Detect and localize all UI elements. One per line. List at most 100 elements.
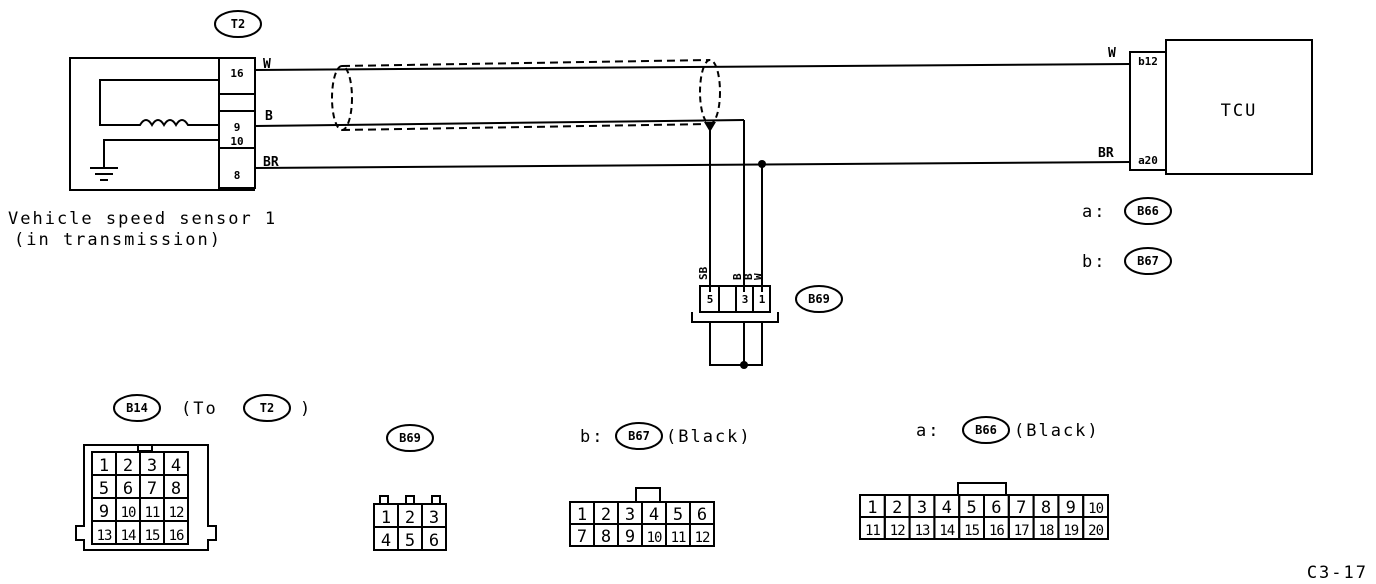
sensor-label-line1: Vehicle speed sensor 1 bbox=[8, 209, 277, 229]
pin-cell bbox=[163, 520, 189, 545]
pin-label: 11 bbox=[671, 530, 686, 546]
pin-label: 3 bbox=[625, 505, 635, 525]
wire-br bbox=[254, 161, 1131, 169]
pin-label: 12 bbox=[169, 505, 184, 521]
pin-label: 1 bbox=[867, 498, 877, 518]
pin-label: 19 bbox=[1063, 523, 1078, 539]
wire-label-sb: SB bbox=[697, 266, 710, 280]
pin-label: 1 bbox=[381, 508, 391, 528]
pin-label: 4 bbox=[381, 531, 391, 551]
pin-label: 9 bbox=[625, 527, 635, 547]
ref-b69-ground: B69 bbox=[808, 292, 830, 306]
pin-label: 20 bbox=[1088, 523, 1103, 539]
pin-label: 10 bbox=[121, 505, 136, 521]
pin-label: 12 bbox=[695, 530, 710, 546]
pin-label: 6 bbox=[991, 498, 1001, 518]
pin-label: 18 bbox=[1039, 523, 1054, 539]
pin-label: 3 bbox=[917, 498, 927, 518]
pin-label: 6 bbox=[429, 531, 439, 551]
tcu-pin-a20: a20 bbox=[1138, 154, 1158, 167]
pin-label: 14 bbox=[121, 528, 136, 544]
coil-icon bbox=[99, 79, 219, 127]
pin-label: 14 bbox=[939, 523, 954, 539]
pin-label: 7 bbox=[1016, 498, 1026, 518]
figure-code: C3-17 bbox=[1307, 563, 1368, 583]
shield-left bbox=[331, 65, 353, 131]
wire-label-w: W bbox=[263, 57, 271, 72]
sensor-pin-10: 10 bbox=[230, 135, 243, 148]
wire-label-b3: B bbox=[742, 273, 755, 280]
b66-color: (Black) bbox=[1014, 421, 1100, 441]
b67-ref: B67 bbox=[628, 429, 650, 443]
ref-t2: T2 bbox=[231, 17, 245, 31]
pin-label: 3 bbox=[147, 456, 157, 476]
sensor-connector-block bbox=[218, 57, 256, 189]
tcu-box bbox=[1165, 39, 1313, 175]
pin-label: 15 bbox=[145, 528, 160, 544]
pin-label: 17 bbox=[1014, 523, 1029, 539]
pin-label: 2 bbox=[892, 498, 902, 518]
wire-label-tcu-w: W bbox=[1108, 46, 1116, 61]
pin-label: 13 bbox=[915, 523, 930, 539]
pin-label: 11 bbox=[145, 505, 160, 521]
pin-label: 1 bbox=[577, 505, 587, 525]
pin-cell bbox=[421, 526, 447, 551]
pin-label: 3 bbox=[429, 508, 439, 528]
pin-cell bbox=[1082, 516, 1109, 540]
pin-label: 4 bbox=[649, 505, 659, 525]
pin-label: 12 bbox=[890, 523, 905, 539]
ground-pin-1: 1 bbox=[759, 293, 766, 306]
pin-label: 1 bbox=[99, 456, 109, 476]
pin-label: 6 bbox=[697, 505, 707, 525]
pin-label: 9 bbox=[99, 502, 109, 522]
wire-label-br: BR bbox=[263, 155, 279, 170]
pin-label: 8 bbox=[171, 479, 181, 499]
pin-label: 2 bbox=[601, 505, 611, 525]
pin-label: 4 bbox=[171, 456, 181, 476]
tcu-pin-b12: b12 bbox=[1138, 55, 1158, 68]
b69-ref: B69 bbox=[399, 431, 421, 445]
pin-label: 8 bbox=[1041, 498, 1051, 518]
wire-w bbox=[254, 63, 1131, 71]
ground-pin-3: 3 bbox=[742, 293, 749, 306]
shield-right bbox=[699, 59, 721, 125]
pin-label: 7 bbox=[147, 479, 157, 499]
sensor-pin-9: 9 bbox=[234, 121, 241, 134]
pin-label: 4 bbox=[942, 498, 952, 518]
wire-label-b2: B bbox=[731, 273, 744, 280]
pin-label: 5 bbox=[405, 531, 415, 551]
pin-label: 16 bbox=[989, 523, 1004, 539]
pin-label: 10 bbox=[1088, 501, 1103, 517]
pin-label: 13 bbox=[97, 528, 112, 544]
wire-label-b: B bbox=[265, 109, 273, 124]
b14-close: ) bbox=[300, 399, 312, 419]
tcu-label: TCU bbox=[1221, 101, 1258, 121]
b14-ref: B14 bbox=[126, 401, 148, 415]
pin-label: 2 bbox=[405, 508, 415, 528]
legend-b-prefix: b: bbox=[1082, 252, 1106, 272]
legend-a-ref: B66 bbox=[1137, 204, 1159, 218]
b14-to-ref: T2 bbox=[260, 401, 274, 415]
pin-label: 8 bbox=[601, 527, 611, 547]
pin-label: 5 bbox=[966, 498, 976, 518]
b66-ref: B66 bbox=[975, 423, 997, 437]
pin-cell bbox=[689, 523, 715, 547]
b66-prefix: a: bbox=[916, 421, 940, 441]
b67-color: (Black) bbox=[666, 427, 752, 447]
b67-prefix: b: bbox=[580, 427, 604, 447]
pin-label: 2 bbox=[123, 456, 133, 476]
pin-label: 5 bbox=[99, 479, 109, 499]
pin-label: 10 bbox=[647, 530, 662, 546]
ground-icon bbox=[90, 139, 219, 181]
pin-label: 11 bbox=[865, 523, 880, 539]
pin-label: 7 bbox=[577, 527, 587, 547]
tcu-connector bbox=[1129, 51, 1167, 171]
pin-label: 16 bbox=[169, 528, 184, 544]
pin-label: 5 bbox=[673, 505, 683, 525]
pin-label: 9 bbox=[1066, 498, 1076, 518]
pin-label: 6 bbox=[123, 479, 133, 499]
